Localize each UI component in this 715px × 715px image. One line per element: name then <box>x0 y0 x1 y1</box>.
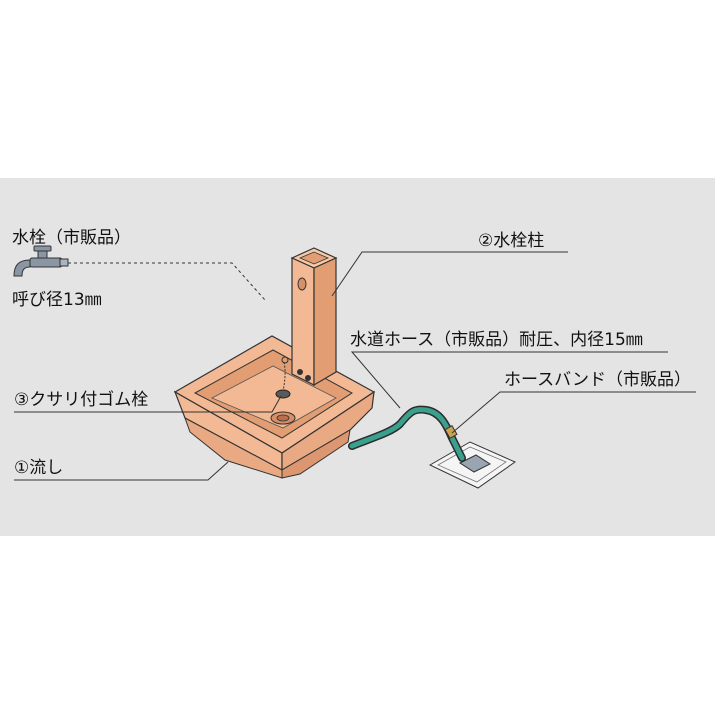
label-faucet-size: 呼び径13㎜ <box>12 290 102 310</box>
label-water-post: ②水栓柱 <box>478 231 545 251</box>
faucet-icon <box>13 245 69 277</box>
label-sink: ①流し <box>14 458 64 478</box>
label-hose: 水道ホース（市販品）耐圧、内径15㎜ <box>350 330 643 350</box>
label-faucet: 水栓（市販品） <box>12 228 131 248</box>
chain-plug <box>275 356 291 399</box>
drain-plate <box>428 441 517 489</box>
hose-band <box>444 424 458 440</box>
label-chain-plug: ③クサリ付ゴム栓 <box>14 390 149 410</box>
label-hose-band: ホースバンド（市販品） <box>504 370 691 390</box>
water-post <box>290 247 338 387</box>
diagram-background <box>0 178 715 536</box>
leader-lines <box>14 251 696 481</box>
